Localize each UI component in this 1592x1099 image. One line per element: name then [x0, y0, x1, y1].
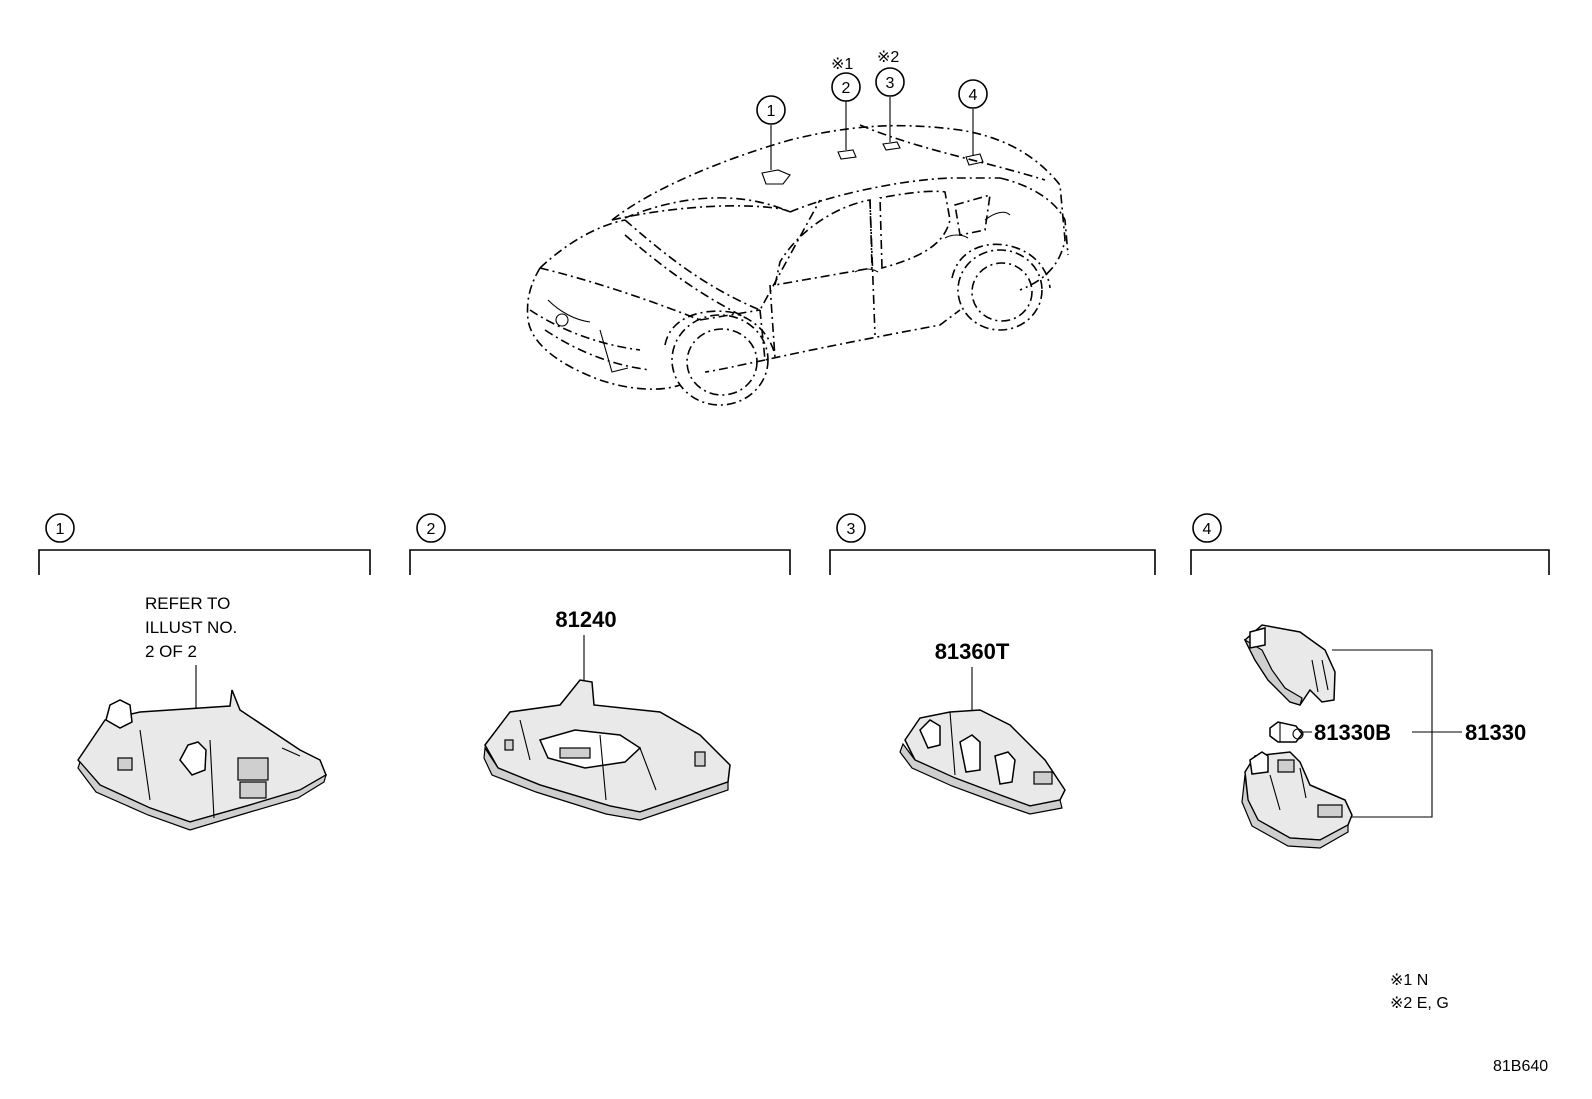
section-4-part-labels: 81330B 81330 — [1290, 649, 1526, 818]
map-lamp-assembly-drawing — [483, 679, 731, 821]
section-number: 2 — [427, 521, 436, 538]
section-3-part-label: 81360T — [935, 639, 1010, 711]
callout-note: ※2 — [877, 49, 899, 66]
refer-line-2: ILLUST NO. — [145, 618, 237, 637]
section-4-header: 4 — [1190, 513, 1550, 575]
room-lamp-drawing — [899, 709, 1066, 815]
car-callout-3: ※2 3 — [875, 49, 905, 97]
part-number-81330B: 81330B — [1314, 720, 1391, 745]
note-2: ※2 E, G — [1390, 995, 1449, 1012]
car-illustration — [526, 124, 1069, 406]
section-1-header: 1 — [38, 513, 371, 575]
part-number-81240: 81240 — [555, 607, 616, 632]
car-callout-4: 4 — [958, 79, 988, 109]
note-1: ※1 N — [1390, 972, 1428, 989]
section-number: 1 — [56, 521, 65, 538]
car-callout-leaders — [770, 97, 974, 170]
illustration-id: 81B640 — [1493, 1058, 1548, 1075]
refer-line-1: REFER TO — [145, 594, 230, 613]
dome-lamp-assembly-drawing — [77, 689, 327, 831]
car-callout-2: ※1 2 — [831, 56, 861, 102]
callout-number: 4 — [969, 87, 978, 104]
model-notes: ※1 N ※2 E, G — [1390, 972, 1449, 1012]
section-2-part-label: 81240 — [555, 607, 617, 680]
bulb-drawing — [1269, 721, 1304, 743]
section-3-header: 3 — [829, 513, 1156, 575]
callout-number: 1 — [767, 103, 776, 120]
part-number-81360T: 81360T — [935, 639, 1010, 664]
refer-line-3: 2 OF 2 — [145, 642, 197, 661]
car-callout-1: 1 — [756, 95, 786, 125]
section-number: 3 — [847, 521, 856, 538]
part-number-81330: 81330 — [1465, 720, 1526, 745]
callout-number: 2 — [842, 80, 851, 97]
section-number: 4 — [1203, 521, 1212, 538]
callout-note: ※1 — [831, 56, 853, 73]
luggage-lamp-cover-drawing — [1243, 624, 1336, 706]
luggage-lamp-housing-drawing — [1241, 751, 1353, 849]
section-1-refer-note: REFER TO ILLUST NO. 2 OF 2 — [145, 594, 237, 712]
callout-number: 3 — [886, 75, 895, 92]
section-2-header: 2 — [409, 513, 791, 575]
